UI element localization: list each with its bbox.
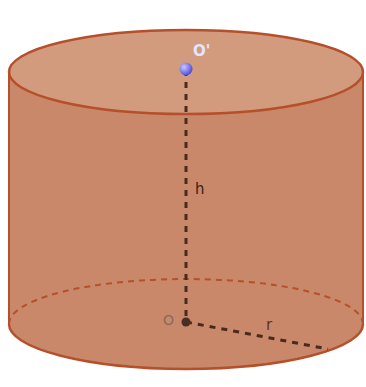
cylinder-body xyxy=(9,72,363,369)
top-face xyxy=(9,30,363,114)
radius-line xyxy=(186,322,328,349)
height-label: h xyxy=(195,182,205,197)
center-point xyxy=(182,318,191,327)
radius-label: r xyxy=(266,318,272,333)
height-line xyxy=(185,70,188,322)
center-point xyxy=(180,63,193,76)
point-label: O xyxy=(163,313,174,327)
side-line xyxy=(362,72,364,324)
base-front-arc xyxy=(9,324,363,369)
side-line xyxy=(8,72,10,324)
point-label: O' xyxy=(193,44,210,59)
